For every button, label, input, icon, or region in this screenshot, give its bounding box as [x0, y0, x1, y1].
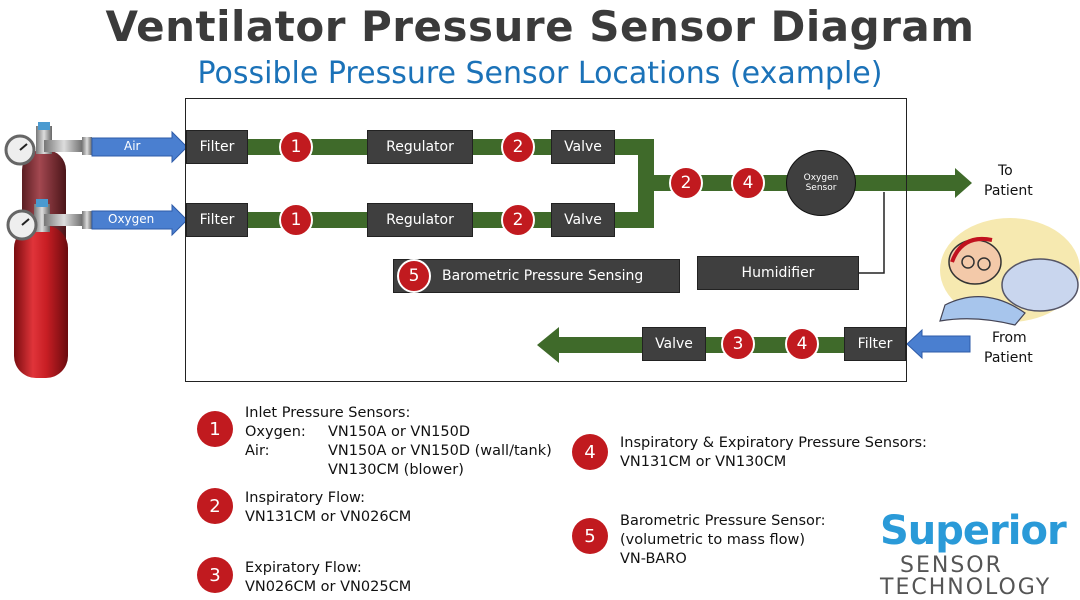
barometric-sensor-badge: 5 — [397, 259, 431, 293]
air-label: Air — [124, 139, 141, 153]
merge-pipe-vertical — [638, 139, 654, 228]
oxygen-flow-sensor-badge: 2 — [501, 203, 535, 237]
page-title: Ventilator Pressure Sensor Diagram — [105, 2, 975, 51]
company-logo-superior: Superior — [880, 508, 1067, 554]
legend-1-badge: 1 — [197, 411, 233, 447]
company-logo-technology: TECHNOLOGY — [880, 575, 1052, 600]
legend-2-badge: 2 — [197, 488, 233, 524]
legend-4-badge: 4 — [572, 434, 608, 470]
oxygen-inlet-sensor-badge: 1 — [279, 203, 313, 237]
air-arrow-icon — [91, 130, 188, 164]
company-logo-sensor: SENSOR — [900, 553, 1003, 578]
air-valve-box: Valve — [551, 130, 615, 164]
legend-5-value-2: VN-BARO — [620, 551, 687, 567]
legend-3-title: Expiratory Flow: — [245, 560, 362, 576]
patient-icon — [939, 218, 1080, 326]
air-inlet-sensor-badge: 1 — [279, 130, 313, 164]
expiratory-flow-sensor-badge: 3 — [721, 327, 755, 361]
legend-2-value: VN131CM or VN026CM — [245, 509, 412, 525]
legend-5-badge: 5 — [572, 518, 608, 554]
air-flow-sensor-badge: 2 — [501, 130, 535, 164]
legend-1-air-value: VN150A or VN150D (wall/tank) — [328, 443, 552, 459]
legend-1-air-value-2: VN130CM (blower) — [328, 462, 464, 478]
oxygen-valve-box: Valve — [551, 203, 615, 237]
to-patient-label-2: Patient — [984, 183, 1033, 199]
ventilator-enclosure — [185, 98, 907, 382]
oxygen-label: Oxygen — [108, 212, 155, 226]
oxygen-arrow-icon — [91, 203, 188, 237]
expiratory-valve-box: Valve — [642, 327, 706, 361]
oxygen-cylinder-icon — [6, 199, 92, 378]
page-subtitle: Possible Pressure Sensor Locations (exam… — [197, 56, 883, 91]
from-patient-label-1: From — [992, 330, 1027, 346]
expiratory-pressure-sensor-badge: 4 — [785, 327, 819, 361]
merged-flow-sensor-badge: 2 — [669, 166, 703, 200]
legend-3-badge: 3 — [197, 557, 233, 593]
expiratory-filter-box: Filter — [844, 327, 906, 361]
exhaust-arrow-icon — [537, 327, 577, 363]
legend-1-oxygen-key: Oxygen: — [245, 424, 306, 440]
from-patient-label-2: Patient — [984, 350, 1033, 366]
legend-1-air-key: Air: — [245, 443, 270, 459]
oxygen-filter-box: Filter — [186, 203, 248, 237]
legend-5-title: Barometric Pressure Sensor: — [620, 513, 826, 529]
legend-4-title: Inspiratory & Expiratory Pressure Sensor… — [620, 435, 927, 451]
humidifier-box: Humidifier — [697, 256, 859, 290]
legend-3-value: VN026CM or VN025CM — [245, 579, 412, 595]
legend-1-title: Inlet Pressure Sensors: — [245, 405, 411, 421]
barometric-label: Barometric Pressure Sensing — [442, 268, 644, 284]
air-regulator-box: Regulator — [367, 130, 473, 164]
barometric-box: Barometric Pressure Sensing — [393, 259, 680, 293]
air-filter-box: Filter — [186, 130, 248, 164]
oxygen-sensor-label-2: Sensor — [805, 183, 837, 193]
to-patient-label-1: To — [998, 163, 1013, 179]
merged-pressure-sensor-badge: 4 — [731, 166, 765, 200]
legend-2-title: Inspiratory Flow: — [245, 490, 366, 506]
oxygen-sensor-node: Oxygen Sensor — [786, 150, 856, 216]
oxygen-sensor-label-1: Oxygen — [803, 173, 839, 183]
legend-1-oxygen-value: VN150A or VN150D — [328, 424, 471, 440]
to-patient-arrow-icon — [820, 168, 972, 198]
legend-4-value: VN131CM or VN130CM — [620, 454, 787, 470]
legend-5-value-1: (volumetric to mass flow) — [620, 532, 806, 548]
oxygen-regulator-box: Regulator — [367, 203, 473, 237]
from-patient-arrow-icon — [906, 328, 971, 360]
